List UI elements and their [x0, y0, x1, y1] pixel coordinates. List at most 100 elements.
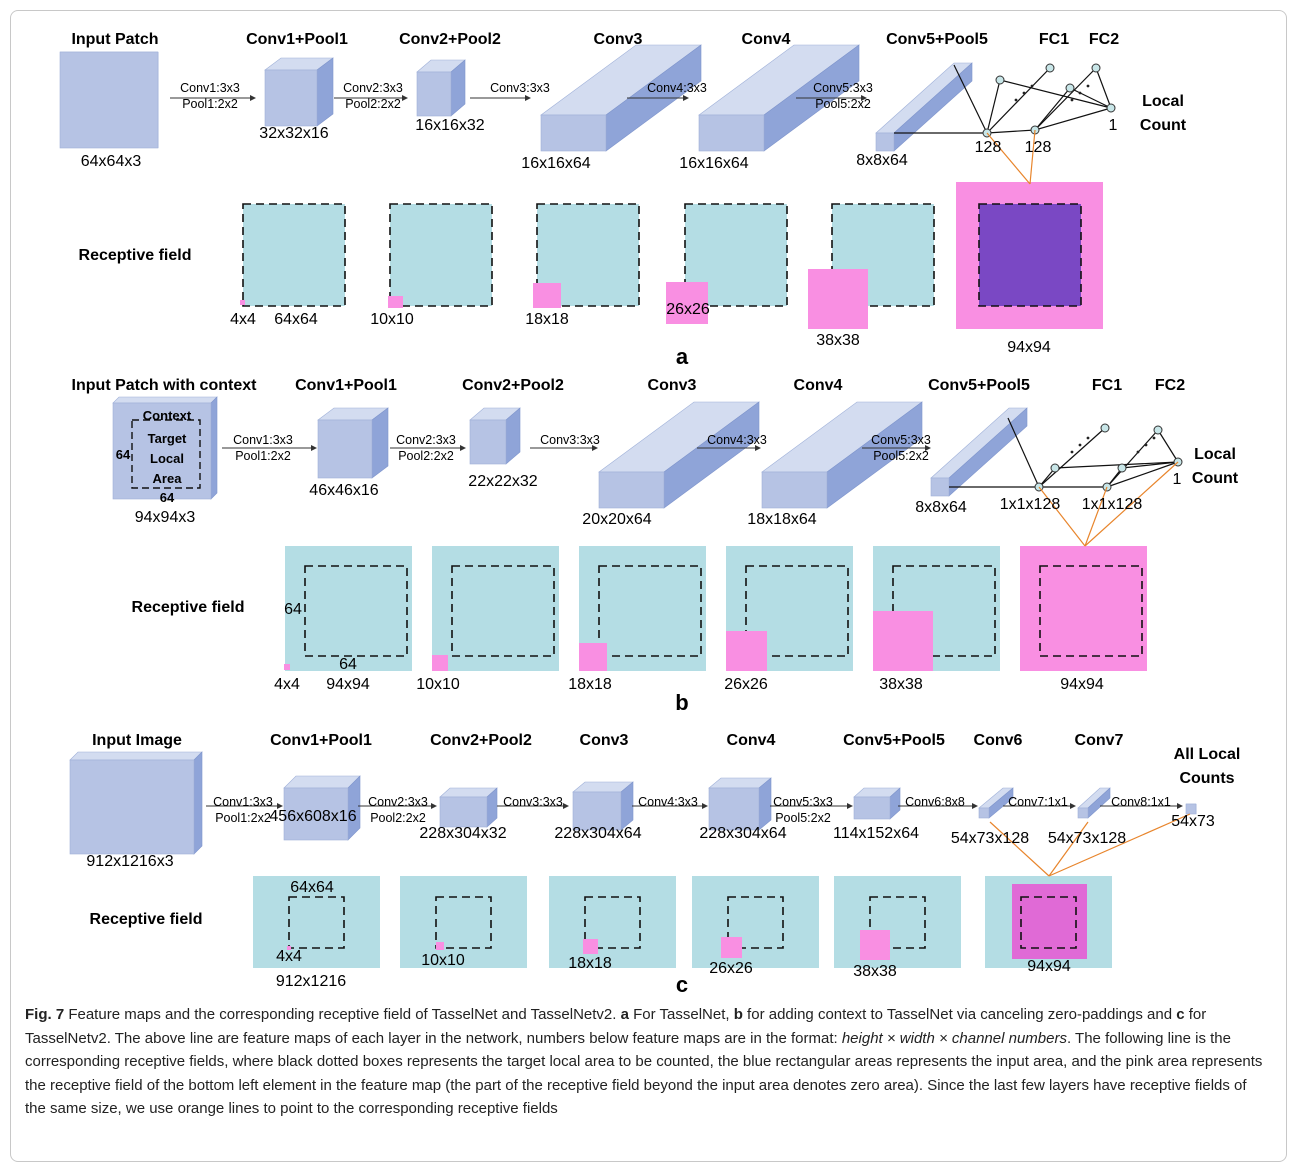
rf-label: 4x4 — [230, 311, 256, 328]
box-front-face — [1077, 807, 1089, 819]
box-front-face — [112, 402, 212, 500]
arrow-label: Conv5:3x3 — [773, 795, 833, 809]
feature-map-box — [875, 62, 973, 152]
layer-title-conv4: Conv4 — [794, 377, 843, 394]
size-label: 114x152x64 — [833, 825, 919, 842]
ellipsis-dot — [1136, 450, 1140, 454]
arrow-label: Pool5:2x2 — [775, 811, 831, 825]
arrow-label: Conv2:3x3 — [343, 81, 403, 95]
box-front-face — [708, 787, 760, 831]
ellipsis-dot — [1152, 436, 1156, 440]
input-area — [549, 876, 676, 968]
input-area — [432, 546, 559, 671]
box-front-face — [930, 477, 950, 497]
layer-title-input-patch: Input Patch — [71, 31, 158, 48]
layer-title-conv2-pool2: Conv2+Pool2 — [462, 377, 564, 394]
layer-title-input-patch-context: Input Patch with context — [72, 377, 258, 394]
layer-title-conv1-pool1: Conv1+Pool1 — [295, 377, 397, 394]
panel-c: Input Image Conv1+Pool1 Conv2+Pool2 Conv… — [86, 732, 1240, 997]
arrow-label: Conv5:3x3 — [871, 433, 931, 447]
size-label: 16x16x32 — [415, 117, 484, 134]
receptive-field — [721, 937, 742, 958]
box-front-face — [572, 791, 622, 831]
rf-label: 38x38 — [879, 676, 923, 693]
target-area-dashed-box — [1020, 896, 1077, 949]
fc-node — [1106, 103, 1116, 113]
local-count-label: Local — [1194, 446, 1236, 463]
target-area-dashed-box — [131, 419, 201, 489]
box-front-face — [978, 807, 990, 819]
overlap-area — [979, 204, 1081, 306]
rf-label: 64x64 — [274, 311, 318, 328]
panel-tag-b: b — [675, 690, 688, 715]
rf-label: 26x26 — [724, 676, 768, 693]
arrow-label: Pool1:2x2 — [235, 449, 291, 463]
feature-map-box — [416, 59, 466, 117]
box-side-face — [210, 396, 218, 500]
rf-dim-label: 64 — [284, 601, 302, 618]
local-count-label: Local — [1142, 93, 1184, 110]
caption-format: height × width × channel numbers — [841, 1029, 1067, 1047]
rf-dim-label: 64 — [339, 656, 357, 673]
target-area-dashed-box — [684, 203, 788, 307]
box-front-face — [540, 114, 607, 152]
arrow-label: Conv1:3x3 — [180, 81, 240, 95]
rf-label: 4x4 — [274, 676, 300, 693]
orange-pointer-line — [1084, 461, 1179, 547]
input-area — [243, 204, 345, 306]
arrow-label: Pool2:2x2 — [370, 811, 426, 825]
target-area-dashed-box — [598, 565, 702, 657]
ellipsis-dot — [1014, 98, 1018, 102]
receptive-field — [860, 930, 890, 960]
target-area-dashed-box — [745, 565, 849, 657]
size-label: 228x304x32 — [419, 825, 506, 842]
size-label: 22x22x32 — [468, 473, 537, 490]
receptive-field — [808, 269, 868, 329]
feature-map-box — [978, 787, 1014, 819]
input-dim-label: 64 — [160, 490, 175, 505]
rf-label: 912x1216 — [276, 973, 346, 990]
fc-node — [1153, 425, 1163, 435]
size-label: 8x8x64 — [915, 499, 967, 516]
input-dim-label: 64 — [116, 447, 131, 462]
receptive-field — [436, 942, 444, 950]
box-front-face — [469, 419, 507, 465]
layer-title-conv6: Conv6 — [974, 732, 1023, 749]
fc-link — [1034, 107, 1112, 131]
network-diagram: Input Patch Conv1+Pool1 Conv2+Pool2 Conv… — [59, 31, 1240, 997]
caption-text: . The following line is the correspondin… — [25, 1029, 1263, 1118]
arrow-label: Conv1:3x3 — [233, 433, 293, 447]
all-local-counts-label: Counts — [1179, 770, 1234, 787]
fc-link — [999, 79, 1112, 109]
box-front-face — [317, 419, 373, 479]
layer-title-conv7: Conv7 — [1075, 732, 1124, 749]
fc-node — [1065, 83, 1075, 93]
layer-title-conv3: Conv3 — [580, 732, 629, 749]
fc-label: 1x1x128 — [1000, 496, 1061, 513]
input-area — [285, 546, 412, 671]
receptive-field — [579, 643, 607, 671]
arrow-label: Conv2:3x3 — [368, 795, 428, 809]
ellipsis-dot — [1078, 91, 1082, 95]
fc-link — [1034, 67, 1097, 131]
feature-map-box — [469, 407, 521, 465]
size-label: 228x304x64 — [699, 825, 786, 842]
input-target-label: Local — [150, 451, 184, 466]
input-target-label: Target — [148, 431, 187, 446]
orange-pointer-line — [986, 132, 1031, 185]
input-context-label: Context — [143, 408, 192, 423]
box-front-face — [283, 787, 349, 841]
input-area — [834, 876, 961, 968]
size-label: 32x32x16 — [259, 125, 328, 142]
ellipsis-dot — [1086, 436, 1090, 440]
fc-link — [1054, 461, 1179, 469]
rf-label: 10x10 — [370, 311, 414, 328]
feature-map-box — [69, 751, 203, 855]
box-front-face — [875, 132, 895, 152]
feature-map-box — [598, 401, 760, 509]
layer-title-conv3: Conv3 — [648, 377, 697, 394]
input-area — [253, 876, 380, 968]
input-target-label: Area — [153, 471, 183, 486]
receptive-field — [284, 664, 290, 670]
input-area — [390, 204, 492, 306]
